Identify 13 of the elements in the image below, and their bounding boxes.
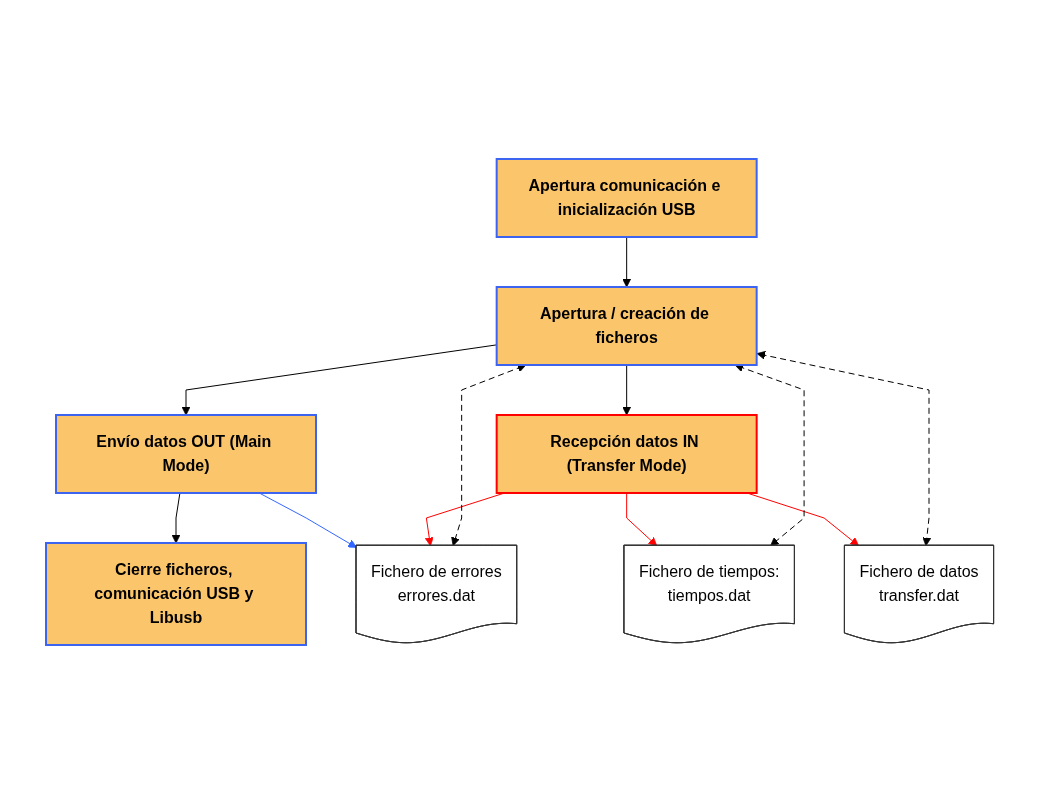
arrow — [626, 492, 658, 547]
node-box: Apertura / creación de ficheros — [495, 286, 758, 366]
arrow — [171, 492, 181, 544]
arrow — [451, 363, 527, 547]
node-box: Cierre ficheros, comunicación USB y Libusb — [45, 542, 308, 646]
node-box: Apertura comunicación e inicialización USB — [495, 158, 758, 238]
node-box: Recepción datos IN (Transfer Mode) — [495, 414, 758, 494]
arrow — [734, 363, 805, 547]
arrow — [258, 492, 358, 548]
arrow — [756, 350, 932, 547]
arrow — [622, 364, 632, 416]
arrow — [622, 236, 632, 288]
node-box: Envío datos OUT (Main Mode) — [55, 414, 318, 494]
